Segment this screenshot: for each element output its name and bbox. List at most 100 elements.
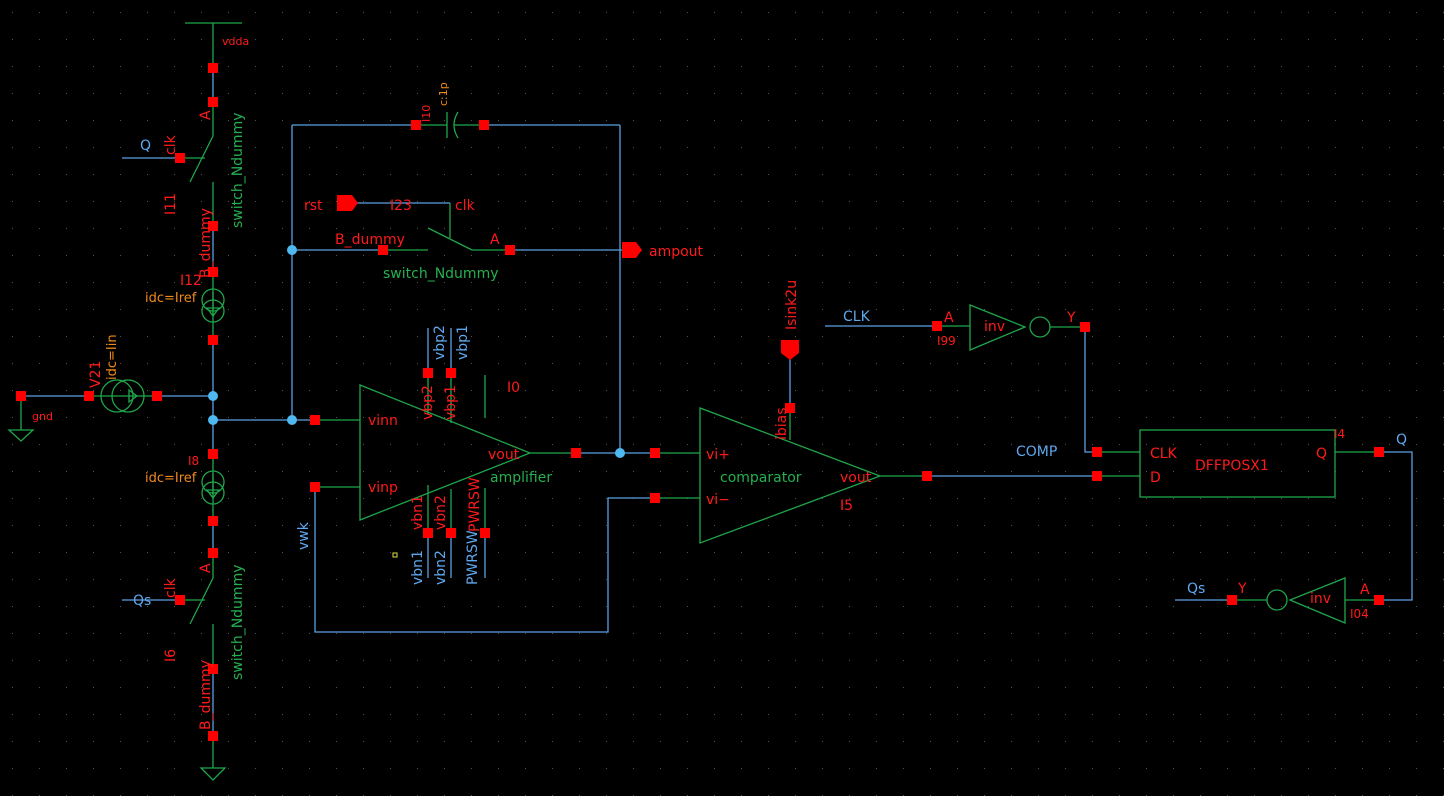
switch-top-arm [189, 135, 214, 183]
pin-terminal[interactable] [785, 403, 795, 413]
comparator-symbol[interactable] [655, 340, 927, 544]
pin-pwrsw-label: PWRSW [467, 477, 483, 532]
cell-label: switch_Ndummy [383, 266, 499, 282]
pins [16, 63, 1384, 741]
pin-terminal[interactable] [1092, 471, 1102, 481]
instance-label: I23 [390, 198, 412, 214]
ground-icon [199, 767, 227, 781]
pin-terminal[interactable] [1227, 595, 1237, 605]
pin-vip-label: vi+ [706, 447, 730, 463]
pin-terminal[interactable] [571, 448, 581, 458]
switch-bottom-arm [189, 577, 214, 625]
comparator-cell-label: comparator [720, 470, 802, 486]
inverter-i99[interactable] [825, 304, 1085, 351]
pin-terminal[interactable] [505, 245, 515, 255]
pin-d-label: D [1150, 470, 1161, 486]
pin-terminal[interactable] [208, 63, 218, 73]
instance-label: I8 [188, 454, 199, 468]
dff-instance-label: I4 [1334, 427, 1345, 441]
pin-terminal[interactable] [922, 471, 932, 481]
pin-a-label: A [490, 232, 500, 248]
net-vbp2-label: vbp2 [432, 325, 448, 360]
pin-terminal[interactable] [411, 120, 421, 130]
pin-terminal[interactable] [208, 97, 218, 107]
pin-vbp1-label: vbp1 [443, 385, 459, 420]
pin-a-label: A [944, 310, 954, 326]
pin-terminal[interactable] [423, 368, 433, 378]
pin-clk-label: CLK [1150, 446, 1178, 462]
pin-terminal[interactable] [479, 120, 489, 130]
dff-cell-label: DFFPOSX1 [1195, 458, 1269, 474]
ampout-label: ampout [649, 244, 704, 260]
pin-terminal[interactable] [84, 391, 94, 401]
isink-pin-icon[interactable] [781, 340, 799, 360]
feedback-network [291, 111, 642, 453]
pin-b-label: B_dummy [198, 208, 214, 278]
dff-symbol[interactable] [1097, 429, 1379, 498]
cap-instance-label: I10 [420, 105, 433, 122]
inv-instance-label: I99 [937, 334, 956, 348]
amplifier-instance-label: I0 [507, 380, 520, 396]
pin-vinn-label: vinn [368, 413, 398, 429]
pin-a-label: A [1360, 582, 1370, 598]
pin-terminal[interactable] [932, 321, 942, 331]
pin-terminal[interactable] [175, 595, 185, 605]
rst-pin-icon[interactable] [337, 195, 358, 211]
pin-terminal[interactable] [480, 528, 490, 538]
pin-terminal[interactable] [310, 415, 320, 425]
pin-terminal[interactable] [1374, 595, 1384, 605]
isink-label: Isink2u [784, 280, 800, 330]
amplifier-cell-label: amplifier [490, 470, 552, 486]
pin-terminal[interactable] [208, 267, 218, 277]
pin-terminal[interactable] [1374, 447, 1384, 457]
net-vbn2-label: vbn2 [433, 550, 449, 585]
comparator-instance-label: I5 [840, 498, 853, 514]
param-label: idc=Iref [145, 291, 197, 306]
pin-terminal[interactable] [423, 528, 433, 538]
inv-instance-label: I04 [1350, 607, 1369, 621]
pin-terminal[interactable] [446, 528, 456, 538]
pin-y-label: Y [1066, 310, 1076, 326]
pin-clk-label: clk [455, 198, 476, 214]
current-source-v21-icon [100, 379, 134, 413]
pin-vout-label: vout [488, 447, 520, 463]
pin-terminal[interactable] [378, 245, 388, 255]
pin-terminal[interactable] [208, 548, 218, 558]
pin-terminal[interactable] [650, 448, 660, 458]
param-label: idc=Iin [105, 334, 120, 380]
pin-vout-label: vout [840, 470, 872, 486]
pin-terminal[interactable] [208, 664, 218, 674]
net-q-label: Q [1396, 432, 1407, 448]
pin-terminal[interactable] [208, 516, 218, 526]
pin-y-label: Y [1237, 581, 1247, 597]
net-comp-label: COMP [1016, 444, 1057, 460]
pin-terminal[interactable] [310, 482, 320, 492]
junctions [208, 245, 625, 458]
net-qs-label: Qs [133, 593, 151, 609]
pin-terminal[interactable] [152, 391, 162, 401]
pin-terminal[interactable] [650, 493, 660, 503]
pin-terminal[interactable] [208, 221, 218, 231]
inverter-i04[interactable] [1175, 577, 1379, 624]
pin-terminal[interactable] [208, 731, 218, 741]
pin-clk-label: clk [163, 577, 179, 598]
pin-terminal[interactable] [208, 449, 218, 459]
pin-terminal[interactable] [1080, 322, 1090, 332]
pin-terminal[interactable] [208, 335, 218, 345]
pin-vinp-label: vinp [368, 480, 398, 496]
pin-vbn2-label: vbn2 [433, 495, 449, 530]
pin-terminal[interactable] [446, 368, 456, 378]
ampout-pin-icon[interactable] [622, 242, 642, 258]
instance-label: V21 [88, 361, 104, 388]
pin-clk-label: clk [163, 134, 179, 155]
pin-ibias-label: ibias [774, 407, 790, 440]
pin-terminal[interactable] [16, 391, 26, 401]
pin-terminal[interactable] [175, 153, 185, 163]
cap-param-label: c:1p [437, 82, 450, 106]
vwk-wire [314, 487, 655, 633]
pin-vbn1-label: vbn1 [410, 495, 426, 530]
pin-vim-label: vi− [706, 492, 730, 508]
amplifier-symbol[interactable] [315, 328, 576, 578]
pin-terminal[interactable] [1092, 447, 1102, 457]
